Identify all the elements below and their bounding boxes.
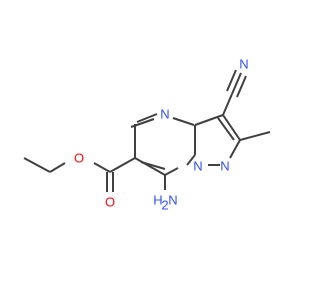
- bond: [109, 157, 136, 173]
- bond: [222, 114, 241, 141]
- amino-hydrogen-label: H: [153, 193, 162, 208]
- bond: [164, 167, 179, 176]
- pyrimidine-nitrogen-label: N: [160, 107, 169, 122]
- bond: [172, 117, 195, 126]
- bond: [186, 154, 196, 166]
- amino-subscript-label: 2: [161, 198, 168, 213]
- atom-labels: N N N N O O H 2 N: [74, 57, 249, 213]
- bond: [134, 157, 166, 176]
- nitrile-nitrogen-label: N: [239, 57, 248, 72]
- bond: [239, 131, 271, 141]
- molecule-structure: N N N N O O H 2 N: [23, 57, 271, 213]
- bond: [140, 161, 166, 170]
- amino-nitrogen-label: N: [168, 193, 177, 208]
- bond: [23, 157, 51, 173]
- bond: [226, 69, 237, 92]
- bond: [93, 162, 111, 173]
- pyrazole-nitrogen-label: N: [220, 159, 229, 174]
- bond: [236, 75, 247, 98]
- bond: [222, 93, 233, 116]
- bridgehead-nitrogen-label: N: [193, 159, 202, 174]
- bond: [49, 162, 66, 173]
- bond: [217, 117, 235, 141]
- carbonyl-oxygen-label: O: [105, 195, 115, 210]
- bond: [229, 139, 241, 159]
- bond: [194, 114, 224, 126]
- bonds: [23, 69, 271, 192]
- bond: [136, 113, 158, 123]
- bond: [231, 72, 242, 95]
- ether-oxygen-label: O: [74, 151, 84, 166]
